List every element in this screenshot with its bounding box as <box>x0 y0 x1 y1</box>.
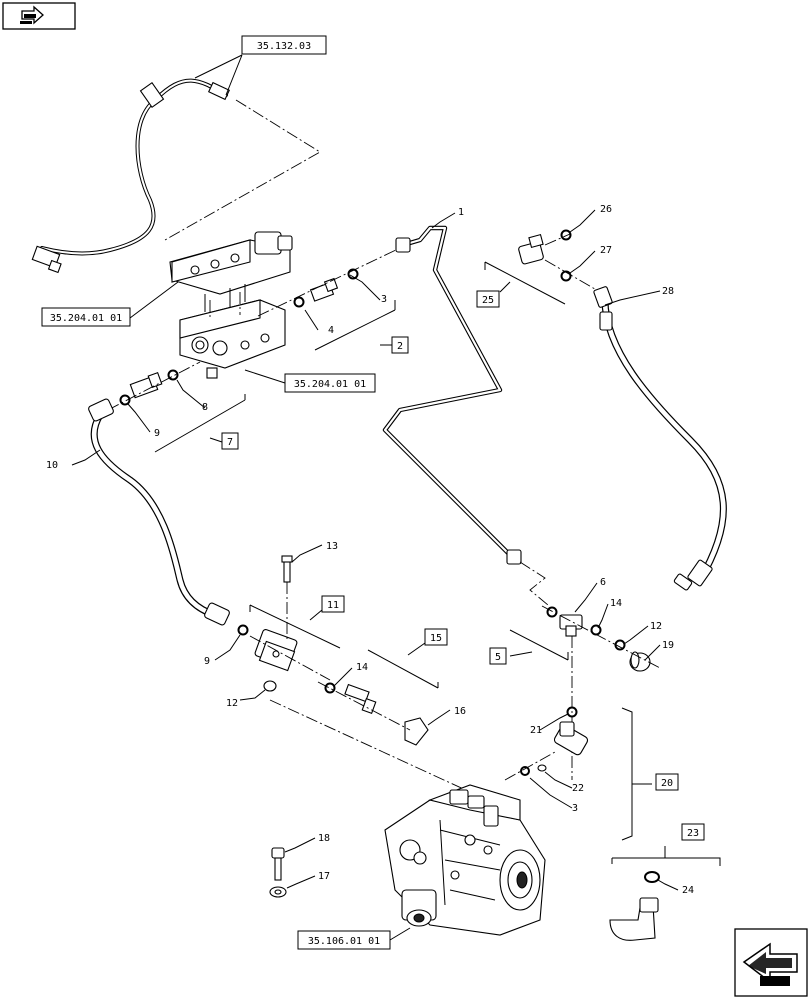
svg-text:2: 2 <box>397 341 403 352</box>
callout-19: 19 <box>662 640 674 651</box>
callout-1: 1 <box>458 207 464 218</box>
callout-box-5: 5 <box>489 647 507 665</box>
svg-text:11: 11 <box>327 600 339 611</box>
control-valve-lower <box>179 292 286 379</box>
elbow-fitting-23 <box>609 871 660 941</box>
control-valve-upper <box>169 231 293 312</box>
callout-3: 3 <box>572 803 578 814</box>
callout-box-23: 23 <box>681 823 705 841</box>
callout-10: 10 <box>46 460 58 471</box>
fitting-8 <box>107 361 201 411</box>
svg-text:23: 23 <box>687 828 699 839</box>
callout-box-20: 20 <box>655 773 679 791</box>
reference-box-35-106-01-01[interactable]: 35.106.01 01 <box>297 930 391 950</box>
callout-17: 17 <box>318 871 330 882</box>
svg-text:20: 20 <box>661 778 673 789</box>
reference-label: 35.106.01 01 <box>308 936 380 947</box>
leader-lines <box>71 54 721 941</box>
callout-box-7: 7 <box>221 432 239 450</box>
bolt-18 <box>269 847 287 898</box>
tube-1 <box>382 225 549 606</box>
callout-9: 9 <box>204 656 210 667</box>
tee-fitting <box>541 605 661 780</box>
fitting-block-11 <box>249 555 471 793</box>
callout-8: 8 <box>202 402 208 413</box>
callout-14: 14 <box>356 662 368 673</box>
callout-22: 22 <box>572 783 584 794</box>
fitting-4 <box>257 247 401 317</box>
callout-box-15: 15 <box>424 628 448 646</box>
callout-16: 16 <box>454 706 466 717</box>
arrow-previous-page-icon[interactable] <box>734 928 808 997</box>
callout-27: 27 <box>600 245 612 256</box>
callout-4: 4 <box>328 325 334 336</box>
callout-box-25: 25 <box>476 290 500 308</box>
hose-28 <box>593 286 727 591</box>
callout-box-2: 2 <box>391 336 409 354</box>
callout-13: 13 <box>326 541 338 552</box>
reference-label: 35.132.03 <box>257 41 311 52</box>
reference-box-35-204-01-01-upper[interactable]: 35.204.01 01 <box>41 307 131 327</box>
hose-10 <box>88 398 249 636</box>
callout-21: 21 <box>530 725 542 736</box>
callout-12: 12 <box>226 698 238 709</box>
elbow-fitting-22 <box>504 721 589 781</box>
svg-text:5: 5 <box>495 652 501 663</box>
callout-26: 26 <box>600 204 612 215</box>
svg-text:25: 25 <box>482 295 494 306</box>
elbow-fitting <box>518 229 601 293</box>
callout-box-11: 11 <box>321 595 345 613</box>
svg-text:7: 7 <box>227 437 233 448</box>
reference-label: 35.204.01 01 <box>50 313 122 324</box>
callout-6: 6 <box>600 577 606 588</box>
sensor-harness <box>31 78 321 274</box>
callout-3: 3 <box>381 294 387 305</box>
reference-label: 35.204.01 01 <box>294 379 366 390</box>
callout-14: 14 <box>610 598 622 609</box>
svg-text:15: 15 <box>430 633 442 644</box>
arrow-next-page-icon[interactable] <box>2 2 76 30</box>
callout-18: 18 <box>318 833 330 844</box>
callout-numbers: 1 3 4 8 9 10 26 27 28 13 6 14 12 19 9 14… <box>46 204 694 896</box>
pressure-sensor-16 <box>317 681 429 746</box>
reference-box-35-204-01-01-lower[interactable]: 35.204.01 01 <box>284 373 376 393</box>
hydraulic-pump <box>384 784 546 936</box>
callout-28: 28 <box>662 286 674 297</box>
callout-9: 9 <box>154 428 160 439</box>
callout-12: 12 <box>650 621 662 632</box>
reference-box-35-132-03[interactable]: 35.132.03 <box>241 35 327 55</box>
callout-24: 24 <box>682 885 694 896</box>
